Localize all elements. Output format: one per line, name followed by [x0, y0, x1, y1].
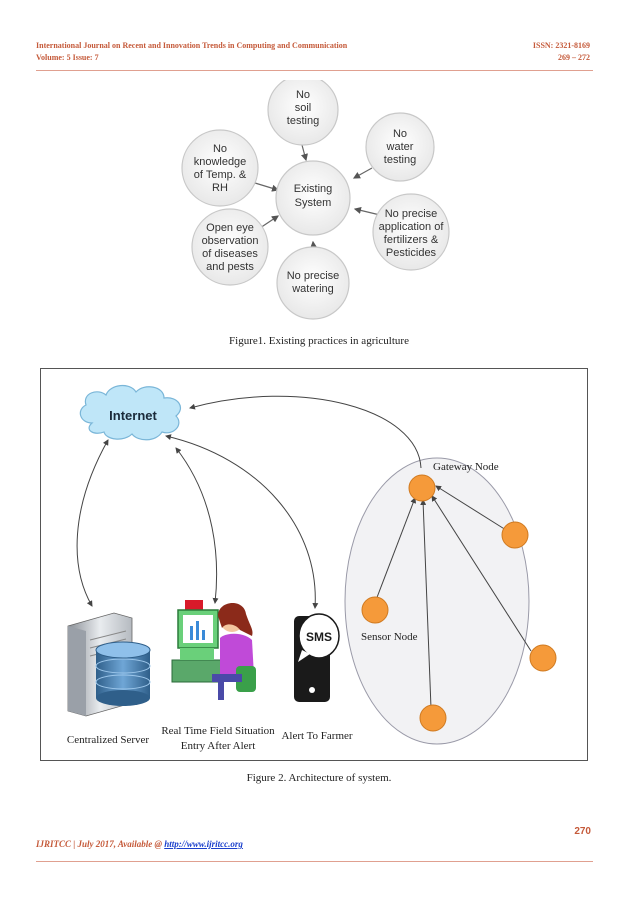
real-time-entry-label-1: Real Time Field Situation [161, 725, 275, 737]
gateway-node [408, 474, 436, 502]
sensor-node-label: Sensor Node [361, 631, 418, 643]
open-eye-observation-node: Open eye observation of diseases and pes… [191, 208, 269, 286]
page-number: 270 [574, 826, 591, 837]
no-water-testing-node: No water testing [365, 112, 435, 182]
svg-text:Pesticides: Pesticides [386, 247, 437, 259]
internet-cloud: Internet [79, 385, 181, 441]
center-line-2: System [295, 197, 332, 209]
svg-text:No: No [393, 128, 407, 140]
svg-text:No precise: No precise [385, 208, 438, 220]
figure2-diagram: Internet Gateway Node Sensor Node [40, 368, 588, 761]
sensor-network-area [344, 457, 530, 745]
svg-text:RH: RH [212, 182, 228, 194]
svg-text:fertilizers &: fertilizers & [384, 234, 439, 246]
internet-label: Internet [109, 408, 157, 423]
footer-rule [36, 861, 593, 862]
server-icon [67, 612, 151, 717]
existing-system-node: Existing System [275, 160, 351, 236]
figure1-caption: Figure1. Existing practices in agricultu… [229, 335, 409, 347]
svg-text:water: water [386, 141, 414, 153]
journal-header-right: ISSN: 2321-8169 269 – 272 [533, 40, 590, 64]
alert-to-farmer-label: Alert To Farmer [281, 730, 352, 742]
journal-issn: ISSN: 2321-8169 [532, 41, 590, 50]
svg-text:testing: testing [287, 115, 319, 127]
figure1-diagram: Existing System No soil testing No water… [181, 80, 450, 320]
journal-header: International Journal on Recent and Inno… [36, 40, 347, 64]
footer-text: IJRITCC | July 2017, Available @ http://… [36, 839, 243, 849]
svg-text:knowledge: knowledge [194, 156, 247, 168]
journal-title: International Journal on Recent and Inno… [36, 41, 348, 50]
sensor-node [419, 704, 447, 732]
svg-text:watering: watering [291, 283, 334, 295]
svg-text:soil: soil [295, 102, 312, 114]
no-knowledge-temp-rh-node: No knowledge of Temp. & RH [181, 129, 259, 207]
no-soil-testing-node: No soil testing [267, 80, 339, 146]
sensor-node [361, 596, 389, 624]
svg-text:No precise: No precise [287, 270, 340, 282]
svg-text:of diseases: of diseases [202, 248, 258, 260]
journal-pages: 269 – 272 [558, 53, 590, 62]
sensor-nodes [361, 474, 557, 732]
sensor-node [501, 521, 529, 549]
figure2-arrows [76, 395, 532, 709]
svg-text:Open eye: Open eye [206, 222, 254, 234]
svg-text:testing: testing [384, 154, 416, 166]
server-label: Centralized Server [67, 734, 149, 746]
svg-text:application of: application of [379, 221, 445, 233]
svg-text:observation: observation [202, 235, 259, 247]
no-precise-fertilizers-node: No precise application of fertilizers & … [372, 193, 450, 271]
figure2-caption: Figure 2. Architecture of system. [246, 772, 392, 784]
gateway-node-label: Gateway Node [433, 461, 499, 473]
footer-prefix: IJRITCC | July 2017, Available @ [36, 839, 165, 849]
svg-text:No: No [213, 143, 227, 155]
person-at-computer-icon [171, 600, 256, 700]
header-rule [36, 70, 593, 71]
sms-label: SMS [306, 630, 332, 644]
svg-text:No: No [296, 89, 310, 101]
journal-volume: Volume: 5 Issue: 7 [36, 53, 99, 62]
no-precise-watering-node: No precise watering [276, 246, 350, 320]
journal-link[interactable]: http://www.ijritcc.org [164, 839, 243, 849]
sms-phone-icon: SMS [294, 613, 340, 702]
center-line-1: Existing [294, 183, 333, 195]
svg-text:and pests: and pests [206, 261, 254, 273]
svg-text:of Temp. &: of Temp. & [194, 169, 247, 181]
real-time-entry-label-2: Entry After Alert [181, 740, 256, 752]
sensor-node [529, 644, 557, 672]
